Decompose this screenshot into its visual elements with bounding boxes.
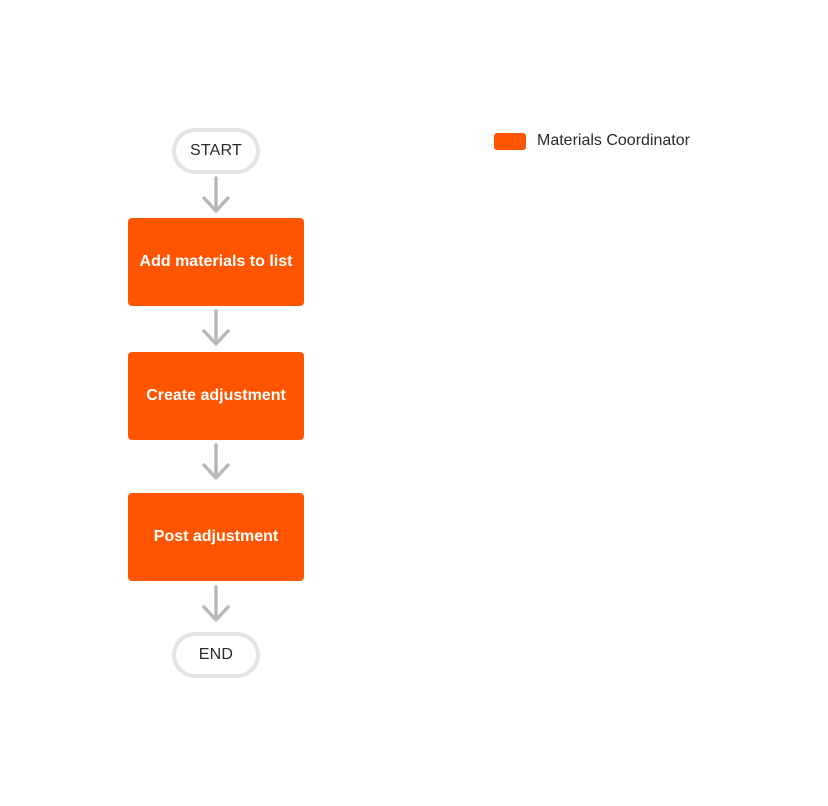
step-label: Add materials to list	[139, 253, 293, 270]
end-label: END	[198, 646, 234, 663]
start-node: START	[172, 128, 260, 174]
legend-swatch	[494, 132, 526, 150]
arrow-down-icon	[202, 443, 230, 480]
arrow-down-icon	[202, 585, 230, 622]
arrow-down-icon	[202, 309, 230, 346]
step-label: Post adjustment	[153, 528, 279, 545]
legend-label: Materials Coordinator	[537, 132, 690, 149]
process-step-post-adjustment: Post adjustment	[128, 493, 304, 581]
step-label: Create adjustment	[146, 387, 286, 404]
process-step-add-materials: Add materials to list	[128, 218, 304, 306]
process-step-create-adjustment: Create adjustment	[128, 352, 304, 440]
end-node: END	[172, 632, 260, 678]
start-label: START	[190, 142, 242, 159]
arrow-down-icon	[202, 176, 230, 213]
legend: Materials Coordinator	[494, 132, 690, 150]
